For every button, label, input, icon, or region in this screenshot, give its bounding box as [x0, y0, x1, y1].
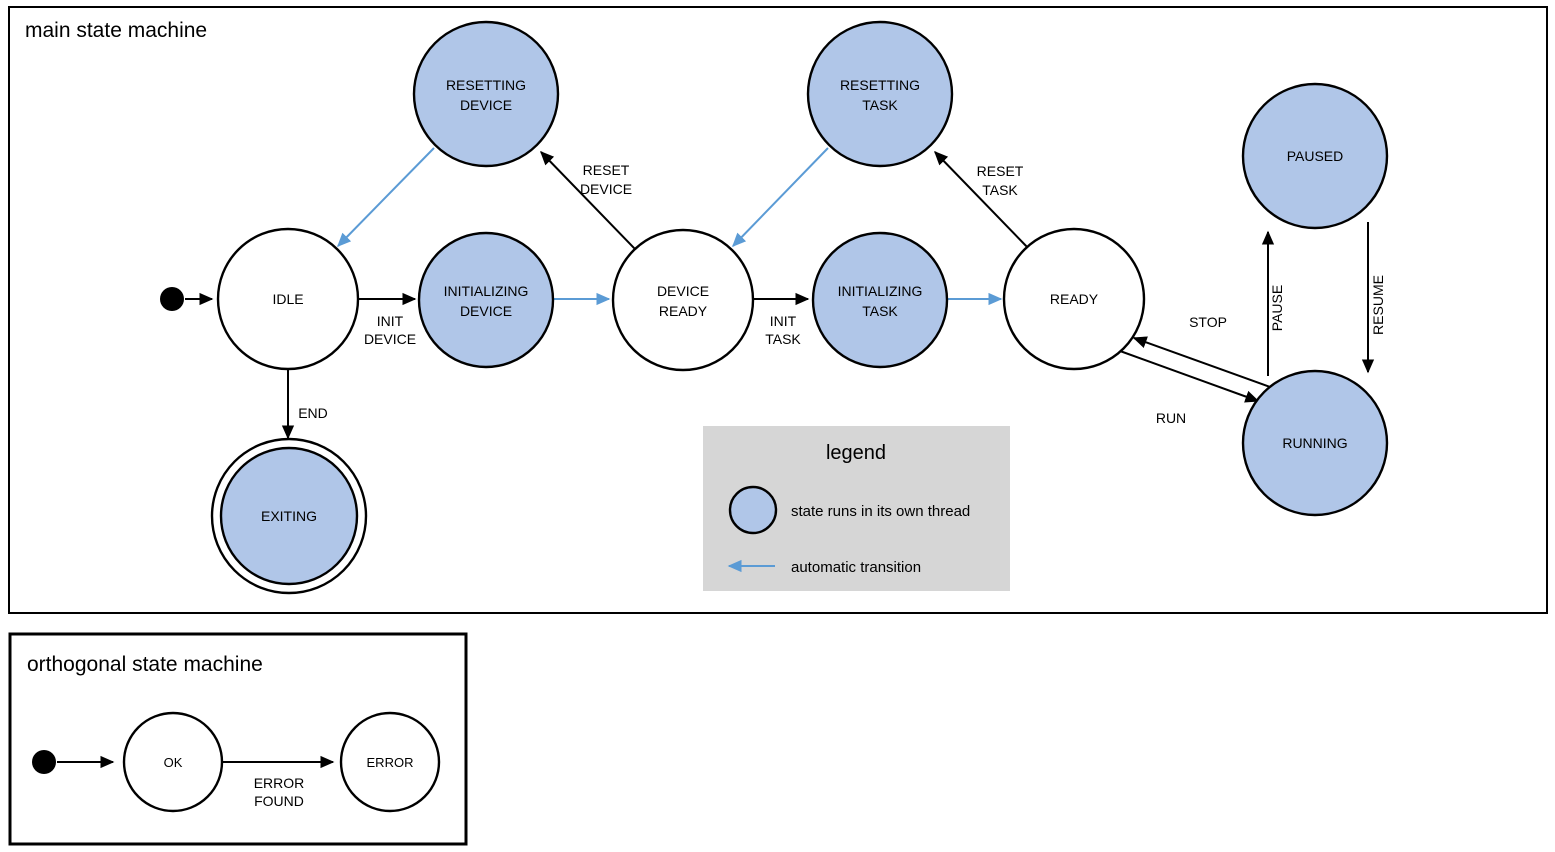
- transition-label-end: END: [298, 405, 328, 421]
- transition-ready-to-resetting-task: [934, 150, 1031, 251]
- state-ready-shape[interactable]: [1002, 227, 1146, 371]
- state-device-ready[interactable]: DEVICE READY: [611, 228, 755, 372]
- transition-label-reset-task-line2: TASK: [982, 182, 1018, 198]
- state-resetting-device-label-line2: DEVICE: [460, 97, 512, 113]
- state-device-ready-label-line2: READY: [659, 303, 708, 319]
- state-initializing-task-label-line2: TASK: [862, 303, 898, 319]
- transition-label-run: RUN: [1156, 410, 1186, 426]
- transition-label-resume: RESUME: [1370, 275, 1386, 335]
- transition-label-init-device-line1: INIT: [377, 313, 404, 329]
- transition-label-init-task-line2: TASK: [765, 331, 801, 347]
- state-resetting-task-label-line2: TASK: [862, 97, 898, 113]
- transition-label-reset-device-line2: DEVICE: [580, 181, 632, 197]
- transition-resetting-device-to-idle: [337, 147, 435, 248]
- transition-label-init-task-line1: INIT: [770, 313, 797, 329]
- legend-thread-state-text: state runs in its own thread: [791, 503, 970, 520]
- state-initializing-device-label-line1: INITIALIZING: [444, 283, 529, 299]
- legend-item-thread-state: state runs in its own thread: [728, 485, 970, 535]
- transition-resetting-task-to-device-ready: [732, 147, 829, 248]
- state-error-shape[interactable]: [339, 711, 441, 813]
- orthogonal-frame-title: orthogonal state machine: [27, 653, 263, 676]
- legend-thread-state-circle-icon: [728, 485, 778, 535]
- state-exiting-label: EXITING: [261, 508, 317, 524]
- state-resetting-task-label-line1: RESETTING: [840, 77, 920, 93]
- state-initializing-device-shape[interactable]: [417, 231, 555, 369]
- state-error[interactable]: ERROR: [339, 711, 441, 813]
- state-running[interactable]: RUNNING: [1241, 369, 1389, 517]
- transition-ready-to-running: [1119, 350, 1260, 403]
- transition-label-reset-device-line1: RESET: [583, 162, 630, 178]
- start-node-orthogonal: [32, 750, 56, 774]
- state-device-ready-label-line1: DEVICE: [657, 283, 709, 299]
- state-paused-shape[interactable]: [1241, 82, 1389, 230]
- transition-label-reset-task-line1: RESET: [977, 163, 1024, 179]
- state-idle[interactable]: IDLE: [216, 227, 360, 371]
- state-idle-shape[interactable]: [216, 227, 360, 371]
- legend-item-auto-transition: automatic transition: [727, 559, 921, 576]
- state-ready-label: READY: [1050, 291, 1099, 307]
- state-resetting-device[interactable]: RESETTING DEVICE: [412, 20, 560, 168]
- start-node-main: [160, 287, 184, 311]
- state-paused-label: PAUSED: [1287, 148, 1344, 164]
- legend-auto-transition-text: automatic transition: [791, 559, 921, 576]
- state-running-shape[interactable]: [1241, 369, 1389, 517]
- main-frame-title: main state machine: [25, 19, 207, 42]
- state-idle-label: IDLE: [272, 291, 303, 307]
- state-error-label: ERROR: [367, 755, 414, 770]
- main-states-layer: IDLE RESETTING DEVICE INITIALIZING DEVIC…: [160, 20, 1389, 595]
- state-exiting-outer-ring: [210, 437, 368, 595]
- transition-label-error-found-line2: FOUND: [254, 793, 304, 809]
- legend-title: legend: [826, 442, 886, 464]
- state-ok-label: OK: [164, 755, 183, 770]
- transition-device-ready-to-resetting-device: [540, 150, 637, 251]
- orthogonal-state-machine-frame: orthogonal state machine ERROR FOUND OK …: [8, 632, 468, 846]
- state-resetting-task-shape[interactable]: [806, 20, 954, 168]
- transition-label-pause: PAUSE: [1269, 285, 1285, 331]
- state-initializing-task-label-line1: INITIALIZING: [838, 283, 923, 299]
- state-initializing-task[interactable]: INITIALIZING TASK: [811, 231, 949, 369]
- state-device-ready-shape[interactable]: [611, 228, 755, 372]
- transition-label-stop: STOP: [1189, 314, 1227, 330]
- state-initializing-device[interactable]: INITIALIZING DEVICE: [417, 231, 555, 369]
- transition-label-init-device-line2: DEVICE: [364, 331, 416, 347]
- state-initializing-device-label-line2: DEVICE: [460, 303, 512, 319]
- main-transitions-layer: INIT DEVICE RESET DEVICE INIT TASK RESET…: [185, 147, 1386, 440]
- state-resetting-task[interactable]: RESETTING TASK: [806, 20, 954, 168]
- legend: legend state runs in its own thread auto…: [703, 426, 1010, 591]
- state-running-label: RUNNING: [1282, 435, 1347, 451]
- state-paused[interactable]: PAUSED: [1241, 82, 1389, 230]
- state-exiting[interactable]: EXITING: [210, 437, 368, 595]
- state-ok[interactable]: OK: [122, 711, 224, 813]
- state-resetting-device-label-line1: RESETTING: [446, 77, 526, 93]
- state-ok-shape[interactable]: [122, 711, 224, 813]
- state-resetting-device-shape[interactable]: [412, 20, 560, 168]
- state-exiting-shape[interactable]: [219, 446, 359, 586]
- state-initializing-task-shape[interactable]: [811, 231, 949, 369]
- state-ready[interactable]: READY: [1002, 227, 1146, 371]
- transition-running-to-ready: [1132, 336, 1274, 389]
- transition-label-error-found-line1: ERROR: [254, 775, 305, 791]
